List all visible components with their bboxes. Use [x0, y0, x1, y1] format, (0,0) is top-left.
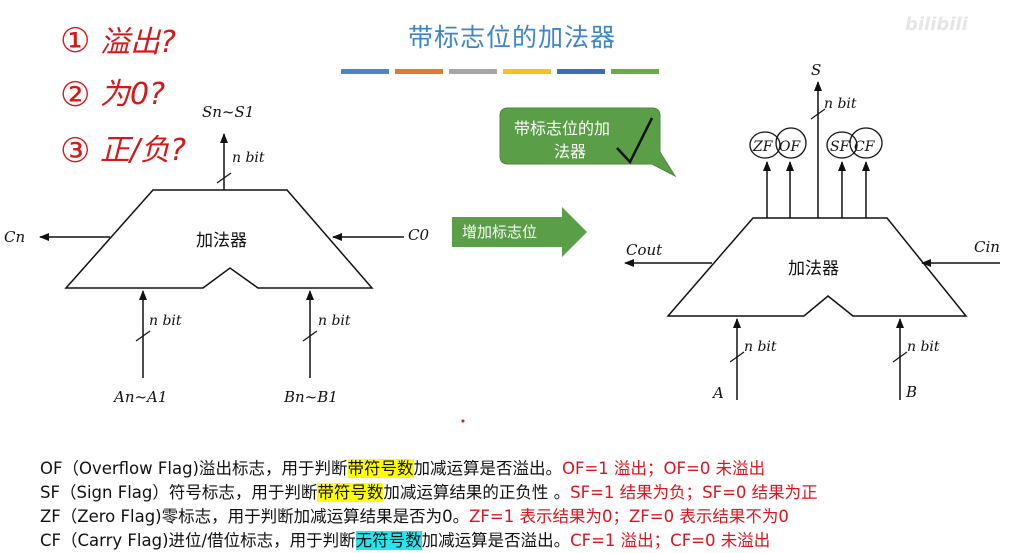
right-nbit-top: n bit	[824, 96, 857, 112]
note-of-highlight: 带符号数	[347, 459, 414, 478]
left-adder-label: 加法器	[196, 231, 247, 251]
note-of-red: OF=1 溢出；OF=0 未溢出	[562, 459, 766, 478]
note-cf-text2: 加减运算是否溢出。	[421, 531, 571, 550]
right-carry-in-label: Cin	[974, 238, 1000, 256]
handwritten-zero: 为0?	[100, 77, 165, 112]
note-cf-highlight: 无符号数	[355, 531, 422, 550]
flag-sf: SF	[830, 139, 851, 155]
cf-circle	[849, 127, 883, 159]
color-bar	[503, 69, 551, 74]
handwritten-number-2: ②	[60, 75, 90, 115]
left-nbit-b: n bit	[318, 313, 351, 329]
zf-circle	[749, 131, 781, 159]
handwritten-number-1: ①	[60, 21, 90, 61]
left-sum-label: Sn~S1	[202, 103, 254, 121]
checkmark-icon	[616, 117, 654, 165]
left-input-b-label: Bn~B1	[283, 388, 338, 406]
right-adder: 加法器 n bit S ZF OF SF CF Cout Cin n bit A	[624, 61, 1000, 402]
note-zf: ZF（Zero Flag)零标志，用于判断加减运算结果是否为0。ZF=1 表示结…	[40, 503, 789, 527]
right-sum-label: S	[811, 61, 821, 79]
callout-text-line1: 带标志位的加	[514, 119, 610, 138]
color-bar	[395, 69, 443, 74]
right-carry-out-label: Cout	[626, 241, 663, 259]
note-sf-text: SF（Sign Flag）符号标志，用于判断	[40, 483, 318, 502]
note-cf: CF（Carry Flag)进位/借位标志，用于判断无符号数加减运算是否溢出。C…	[40, 527, 770, 551]
right-nbit-b: n bit	[907, 339, 940, 355]
bilibili-watermark: bilibili	[905, 14, 968, 35]
note-sf: SF（Sign Flag）符号标志，用于判断带符号数加减运算结果的正负性 。SF…	[40, 479, 818, 503]
note-of: OF（Overflow Flag)溢出标志，用于判断带符号数加减运算是否溢出。O…	[40, 455, 765, 479]
note-zf-text: ZF（Zero Flag)零标志，用于判断加减运算结果是否为0。	[40, 507, 470, 526]
callout-bubble: 带标志位的加 法器	[499, 107, 677, 178]
page-title: 带标志位的加法器	[407, 23, 616, 52]
note-zf-red: ZF=1 表示结果为0；ZF=0 表示结果不为0	[469, 507, 789, 526]
callout-text-line2: 法器	[554, 142, 586, 161]
note-cf-red: CF=1 溢出；CF=0 未溢出	[570, 531, 771, 550]
diagram-canvas: ① 溢出? ② 为0? ③ 正/负? 加法器 n bit Sn~S1 Cn C0…	[4, 21, 1000, 423]
left-input-b-slash	[302, 330, 318, 342]
flag-zf: ZF	[752, 139, 774, 155]
handwritten-number-3: ③	[60, 131, 90, 171]
left-adder-shape	[64, 189, 374, 289]
of-circle	[775, 127, 807, 159]
left-nbit-top: n bit	[232, 150, 265, 166]
note-sf-highlight: 带符号数	[317, 483, 384, 502]
left-carry-out-label: Cn	[4, 228, 25, 246]
right-adder-shape	[666, 217, 968, 317]
note-sf-red: SF=1 结果为负；SF=0 结果为正	[570, 483, 818, 502]
add-flags-label: 增加标志位	[462, 223, 537, 241]
right-input-b-label: B	[905, 383, 917, 401]
handwritten-overflow: 溢出?	[100, 25, 176, 60]
handwritten-sign: 正/负?	[100, 133, 186, 168]
red-dot	[461, 419, 465, 423]
right-input-b-slash	[892, 351, 908, 363]
color-bar	[341, 69, 389, 74]
left-input-a-slash	[135, 330, 151, 342]
right-nbit-a: n bit	[744, 339, 777, 355]
color-bar	[611, 69, 659, 74]
right-sum-slash	[810, 108, 826, 120]
note-of-text: OF（Overflow Flag)溢出标志，用于判断	[40, 459, 348, 478]
add-flags-arrow: 增加标志位	[452, 207, 587, 257]
left-adder: 加法器 n bit Sn~S1 Cn C0 n bit An~A1 n bit …	[4, 103, 429, 406]
sf-circle	[826, 131, 858, 159]
left-nbit-a: n bit	[149, 313, 182, 329]
left-input-a-label: An~A1	[112, 388, 167, 406]
flag-of: OF	[779, 139, 801, 155]
right-input-a-slash	[729, 351, 745, 363]
right-input-a-label: A	[711, 384, 724, 402]
right-adder-label: 加法器	[788, 259, 839, 279]
color-bar	[557, 69, 605, 74]
flag-cf: CF	[854, 139, 876, 155]
handwritten-notes: ① 溢出? ② 为0? ③ 正/负?	[60, 21, 186, 171]
left-sum-slash	[216, 172, 232, 184]
note-cf-text: CF（Carry Flag)进位/借位标志，用于判断	[40, 531, 356, 550]
left-carry-in-label: C0	[408, 226, 429, 244]
note-sf-text2: 加减运算结果的正负性 。	[383, 483, 571, 502]
color-bar	[449, 69, 497, 74]
note-of-text2: 加减运算是否溢出。	[413, 459, 563, 478]
